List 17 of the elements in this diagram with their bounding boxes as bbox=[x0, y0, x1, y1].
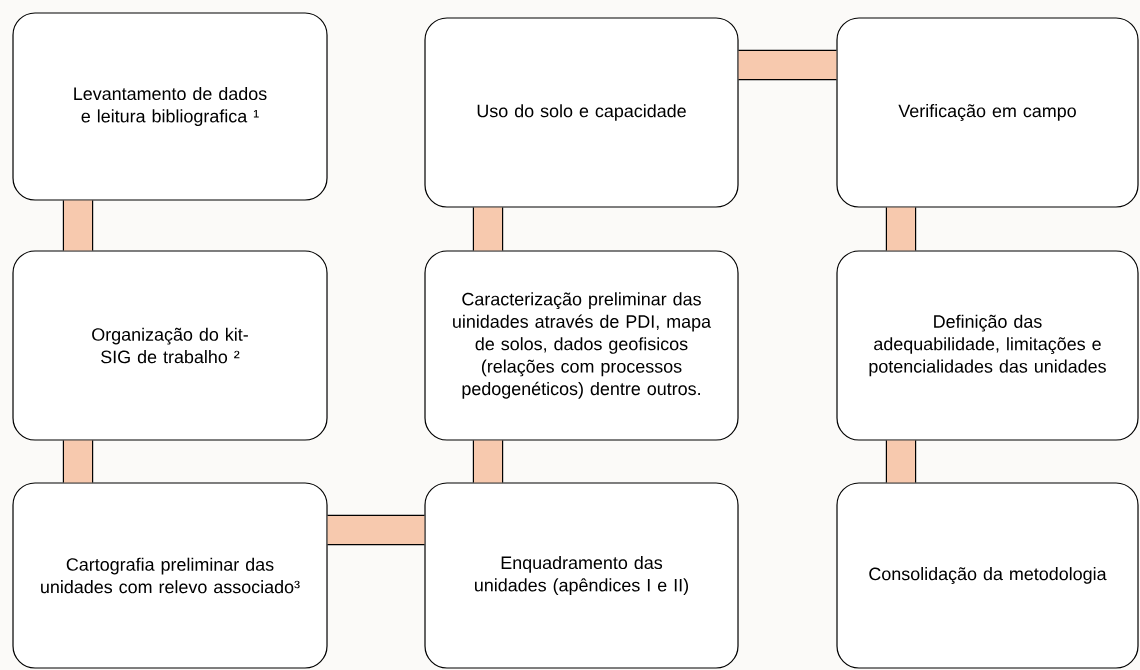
process-box: Verificação em campo bbox=[836, 17, 1139, 208]
process-box: Definição das adequabilidade, limitações e potencialidades das unidades bbox=[836, 250, 1139, 441]
connector-bar bbox=[327, 514, 425, 546]
connector-bar bbox=[738, 49, 837, 81]
process-box: Uso do solo e capacidade bbox=[424, 17, 739, 208]
connector-bar bbox=[885, 207, 917, 251]
connector-bar bbox=[62, 440, 94, 483]
process-box: Caracterização preliminar das uinidades através de PDI, mapa de solos, dados geofisicos (relações com processos pedogenéticos) dentre outros. bbox=[424, 250, 739, 441]
connector-bar bbox=[62, 200, 94, 251]
process-box: Cartografia preliminar das unidades com relevo associado³ bbox=[12, 482, 328, 669]
process-box: Consolidação da metodologia bbox=[836, 482, 1139, 669]
process-box: Levantamento de dados e leitura bibliografica ¹ bbox=[12, 12, 328, 201]
process-box: Enquadramento das unidades (apêndices I e II) bbox=[424, 482, 739, 669]
connector-bar bbox=[885, 440, 917, 483]
connector-bar bbox=[472, 440, 504, 483]
process-box: Organização do kit-SIG de trabalho ² bbox=[12, 250, 328, 441]
connector-bar bbox=[472, 207, 504, 251]
